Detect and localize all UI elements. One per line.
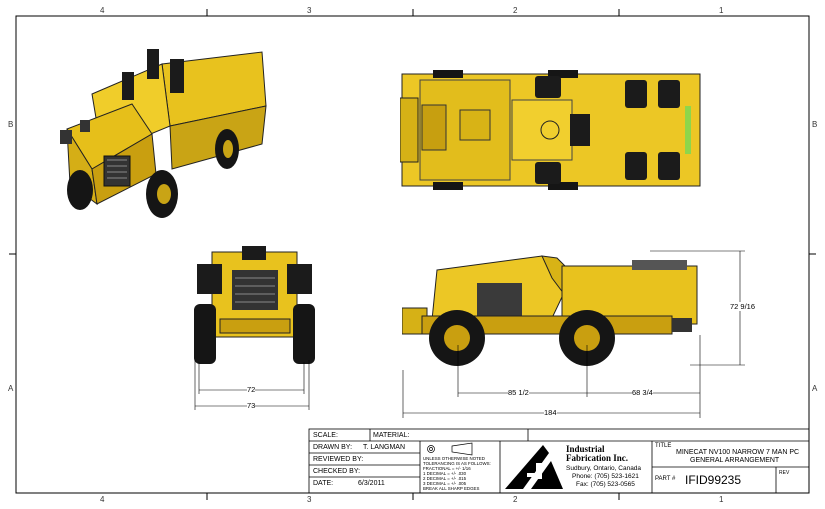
date-label: DATE: [313,480,334,487]
tolerance-line-3: FRACTIONAL = +/- 1/16 [423,466,471,471]
tolerance-line-4: 1 DECIMAL = +/- .030 [423,471,467,476]
reviewed-by-label: REVIEWED BY: [313,456,364,463]
material-label: MATERIAL: [373,432,410,439]
zone-left-b: B [8,120,14,129]
tolerance-line-1: UNLESS OTHERWISE NOTED [423,456,485,461]
title-label: TITLE [655,443,672,449]
zone-top-4: 4 [100,6,105,15]
zone-bottom-2: 2 [513,495,518,504]
rev-label: REV [779,470,790,476]
tolerance-line-5: 2 DECIMAL = +/- .015 [423,476,467,481]
front-view [194,246,315,364]
company-fax: Fax: (705) 523-0565 [576,481,635,488]
company-name-2: Fabrication Inc. [566,453,628,463]
zone-bottom-4: 4 [100,495,105,504]
part-value: IFID99235 [685,473,742,487]
zone-right-a: A [812,384,818,393]
zone-right-b: B [812,120,818,129]
scale-label: SCALE: [313,432,338,439]
dim-side-front: 85 1/2 [508,388,529,397]
date-value: 6/3/2011 [358,480,385,487]
dim-front-width-b: 73 [247,401,256,410]
checked-by-label: CHECKED BY: [313,468,361,475]
dim-side-height: 72 9/16 [730,302,756,311]
tolerance-line-2: TOLERANCING IS AS FOLLOWS: [423,461,491,466]
isometric-view [60,49,267,218]
side-view [402,255,698,366]
dim-side-rear: 68 3/4 [632,388,653,397]
zone-bottom-1: 1 [719,495,724,504]
part-label: PART # [655,476,676,482]
company-phone: Phone: (705) 523-1621 [572,473,639,480]
top-view [400,70,701,190]
zone-left-a: A [8,384,14,393]
title-line-1: MINECAT NV100 NARROW 7 MAN PC [676,449,800,456]
tolerance-line-6: 3 DECIMAL = +/- .005 [423,481,467,486]
tolerance-line-7: BREAK ALL SHARP EDGES [423,486,480,491]
drawn-by-value: T. LANGMAN [363,444,406,451]
company-city: Sudbury, Ontario, Canada [566,465,642,472]
company-logo [505,445,563,489]
title-line-2: GENERAL ARRANGEMENT [690,457,780,464]
dim-front-width-a: 72 [247,385,256,394]
zone-top-2: 2 [513,6,518,15]
zone-top-1: 1 [719,6,724,15]
zone-top-3: 3 [307,6,312,15]
company-name-1: Industrial [566,444,605,454]
drawn-by-label: DRAWN BY: [313,444,353,451]
zone-bottom-3: 3 [307,495,312,504]
dim-side-total: 184 [544,408,557,417]
